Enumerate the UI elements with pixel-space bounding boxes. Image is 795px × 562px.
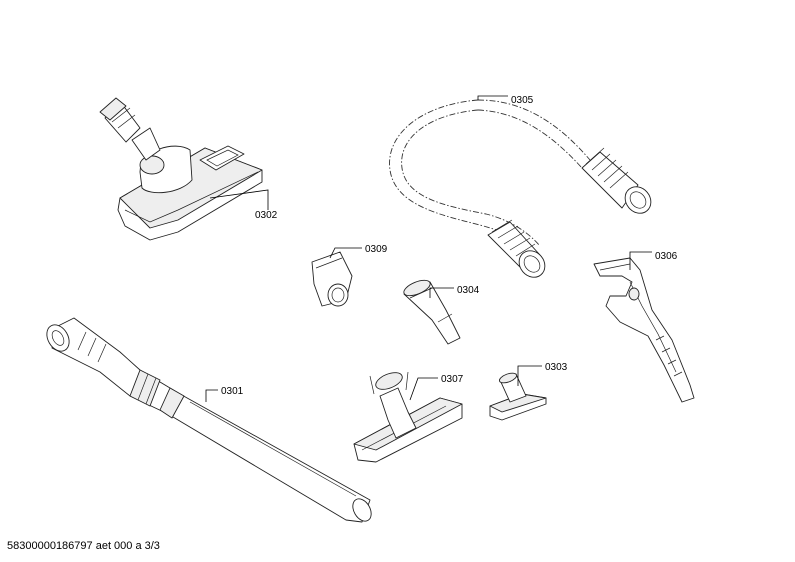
leader-0304	[429, 287, 454, 298]
small-nozzle-part	[489, 372, 547, 421]
label-0302: 0302	[255, 210, 278, 221]
hose-handle-part	[593, 257, 695, 403]
label-0301: 0301	[221, 386, 244, 397]
label-0306: 0306	[655, 251, 678, 262]
leader-0301	[205, 389, 218, 402]
leader-lines	[205, 95, 652, 402]
upholstery-nozzle-part	[353, 371, 463, 463]
hose-part	[389, 99, 652, 278]
leader-0302	[209, 189, 269, 210]
document-footer-id: 58300000186797 aet 000 a 3/3	[7, 540, 160, 552]
label-0305: 0305	[511, 95, 534, 106]
label-0307: 0307	[441, 374, 464, 385]
leader-0303	[517, 365, 542, 386]
floor-nozzle-part	[99, 97, 263, 241]
label-0304: 0304	[457, 285, 480, 296]
telescopic-tube-part	[46, 317, 372, 523]
crevice-tool-part	[403, 279, 461, 345]
hose-clip-part	[311, 251, 353, 307]
label-0309: 0309	[365, 244, 388, 255]
leader-0306	[629, 251, 652, 270]
leader-0305	[477, 95, 508, 100]
leader-0309	[329, 247, 362, 259]
label-0303: 0303	[545, 362, 568, 373]
leader-0307	[409, 377, 438, 401]
